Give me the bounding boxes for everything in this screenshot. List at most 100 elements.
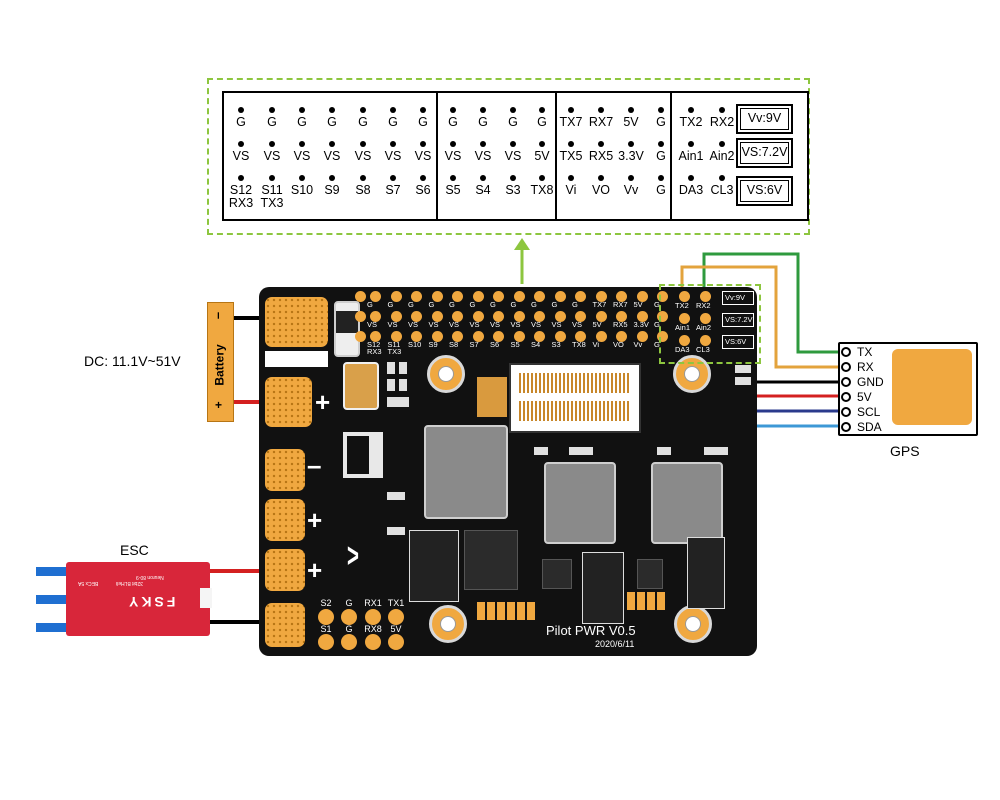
pin-label: S4 xyxy=(475,183,491,197)
battery-minus: – xyxy=(210,311,226,320)
pad-label: S2 xyxy=(320,598,332,608)
signal-pad xyxy=(318,609,334,625)
header-pin-label: G xyxy=(428,300,435,309)
pin-dot xyxy=(329,141,335,147)
header-pin xyxy=(534,311,545,322)
pin-label: Ain1 xyxy=(678,149,704,163)
gps-rx-wire xyxy=(680,265,845,369)
header-pin-label: VS xyxy=(531,320,542,329)
pinout-pin: VS xyxy=(468,141,498,163)
header-pin xyxy=(513,311,525,322)
pinout-pin: G xyxy=(438,107,468,129)
signal-pad xyxy=(388,634,404,650)
header-pin-label: S8 xyxy=(449,340,459,349)
pin-dot xyxy=(539,107,545,113)
battery-neg-pad xyxy=(265,297,328,347)
voltage-select-box: Vv:9V xyxy=(736,104,793,134)
pinout-pin: G xyxy=(348,107,378,129)
pin-label: G xyxy=(388,115,398,129)
pin-label: VS xyxy=(504,149,522,163)
pinout-pin: S3 xyxy=(498,175,528,197)
pinout-pin: RX7 xyxy=(586,107,616,129)
header-pin-label: VO xyxy=(613,340,624,349)
pinout-pin: S8 xyxy=(348,175,378,197)
header-pin xyxy=(513,331,525,342)
header-pin xyxy=(679,291,690,302)
pinout-pin: G xyxy=(646,107,676,129)
voltage-select-box: VS:7.2V xyxy=(736,138,793,168)
pin-dot xyxy=(510,107,516,113)
pin-label: VS xyxy=(384,149,402,163)
header-pin-label: S5 xyxy=(510,340,520,349)
pinout-pin: G xyxy=(257,107,287,129)
pin-label: S10 xyxy=(290,183,314,197)
header-pin-label: RX2 xyxy=(696,301,711,310)
pad-label: RX1 xyxy=(364,598,382,608)
header-pin-label: VS xyxy=(367,320,378,329)
header-pin-label: S12 RX3 xyxy=(367,340,382,356)
pinout-pin: Ain1 xyxy=(676,141,706,163)
pin-dot xyxy=(390,141,396,147)
pinout-pin: Vv xyxy=(616,175,646,197)
pad-label: S1 xyxy=(320,624,332,634)
pin-dot xyxy=(628,107,634,113)
header-pin xyxy=(355,291,366,302)
pin-dot xyxy=(420,141,426,147)
pin-label: RX5 xyxy=(588,149,614,163)
pin-label: VS xyxy=(354,149,372,163)
pin-label: G xyxy=(327,115,337,129)
header-pin xyxy=(452,311,463,322)
gps-antenna xyxy=(892,349,972,425)
header-pin-label: G xyxy=(408,300,414,309)
pin-dot xyxy=(658,175,664,181)
header-pin xyxy=(575,291,586,302)
header-pin-label: 5V xyxy=(592,320,602,329)
gps-pin xyxy=(841,362,851,372)
pin-dot xyxy=(450,175,456,181)
header-pin-label: G xyxy=(367,300,373,309)
header-pin-label: G xyxy=(654,340,660,349)
header-pin xyxy=(595,291,607,302)
header-pin xyxy=(390,311,402,322)
header-pin-label: TX2 xyxy=(675,301,689,310)
pin-dot xyxy=(360,141,366,147)
header-pin xyxy=(472,291,484,302)
header-pin xyxy=(370,291,381,302)
header-pin xyxy=(493,331,504,342)
mosfet-3 xyxy=(687,537,725,609)
pin-label: TX7 xyxy=(559,115,583,129)
header-pin-label: CL3 xyxy=(696,345,710,354)
ic-1 xyxy=(464,530,518,590)
header-pin xyxy=(636,311,648,322)
header-pin xyxy=(390,331,402,342)
pinout-pin: VS xyxy=(226,141,256,163)
pin-label: S6 xyxy=(415,183,431,197)
pin-dot xyxy=(390,175,396,181)
header-pin-label: VS xyxy=(551,320,562,329)
mosfet-1 xyxy=(409,530,459,602)
header-pin-label: Ain1 xyxy=(675,323,691,332)
pinout-pin: G xyxy=(527,107,557,129)
pin-label: VS xyxy=(232,149,250,163)
pin-dot xyxy=(269,107,275,113)
pin-dot xyxy=(719,175,725,181)
pin-label: 5V xyxy=(534,149,550,163)
pin-dot xyxy=(329,107,335,113)
pinout-pin: G xyxy=(468,107,498,129)
signal-pad xyxy=(365,609,381,625)
pin-dot xyxy=(360,175,366,181)
pinout-pin: TX7 xyxy=(556,107,586,129)
gps-pin xyxy=(841,377,851,387)
pin-label: TX8 xyxy=(530,183,554,197)
pinout-pin: VS xyxy=(317,141,347,163)
pin-label: G xyxy=(418,115,428,129)
header-pin xyxy=(700,313,711,324)
pinout-pin: VS xyxy=(378,141,408,163)
pinout-pin: G xyxy=(498,107,528,129)
pin-label: VS xyxy=(323,149,341,163)
pinout-pin: S12 RX3 xyxy=(226,175,256,210)
pin-dot xyxy=(598,107,604,113)
header-pin-label: S10 xyxy=(408,340,422,349)
header-pin-label: G xyxy=(572,300,578,309)
